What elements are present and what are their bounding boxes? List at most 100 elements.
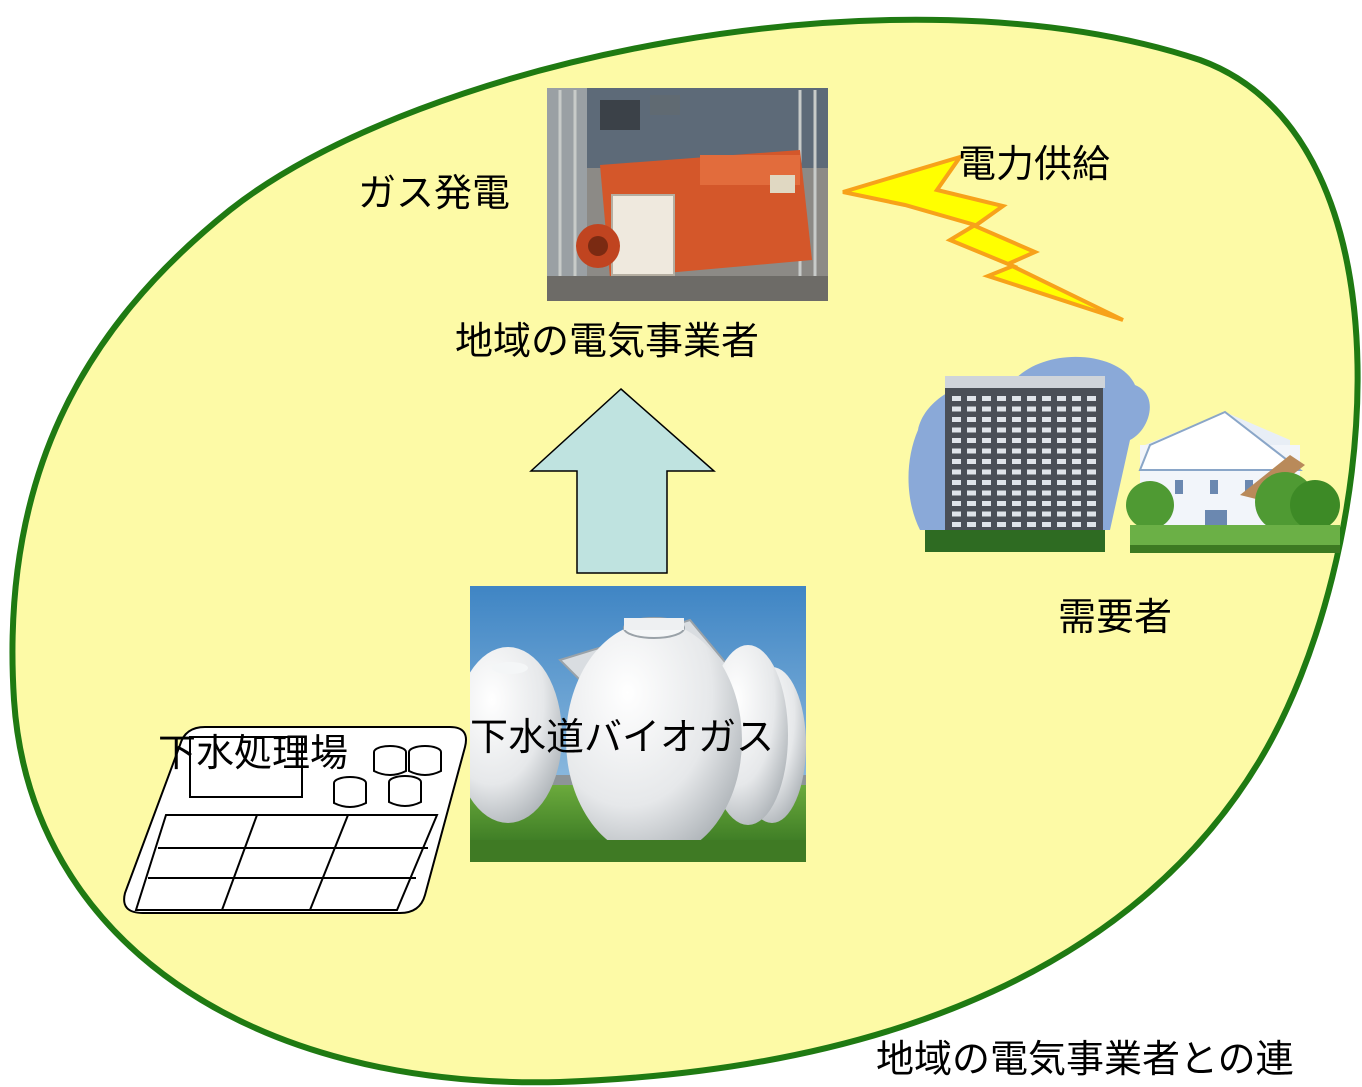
building-window bbox=[997, 396, 1006, 401]
sewage-plant-label: 下水処理場 bbox=[158, 731, 349, 775]
building-window bbox=[1057, 490, 1066, 496]
building-window bbox=[1087, 522, 1096, 527]
building-window bbox=[1072, 448, 1081, 454]
building-window bbox=[1012, 438, 1021, 443]
building-window bbox=[1042, 417, 1051, 422]
building-window bbox=[952, 448, 961, 454]
building-window bbox=[952, 469, 961, 475]
building-window bbox=[1042, 501, 1051, 506]
building-window bbox=[1027, 438, 1036, 443]
building-window bbox=[1042, 438, 1051, 443]
building-window bbox=[967, 511, 976, 517]
building-window bbox=[1042, 427, 1051, 433]
building-window bbox=[1042, 448, 1051, 454]
building-window bbox=[1072, 480, 1081, 485]
building-window bbox=[967, 490, 976, 496]
building-window bbox=[1027, 490, 1036, 496]
building-window bbox=[1087, 448, 1096, 454]
building-window bbox=[952, 490, 961, 496]
building-window bbox=[967, 522, 976, 527]
building-window bbox=[952, 427, 961, 433]
building-window bbox=[1012, 480, 1021, 485]
building-window bbox=[967, 501, 976, 506]
building-window bbox=[967, 406, 976, 412]
building-window bbox=[1057, 480, 1066, 485]
building-window bbox=[1087, 417, 1096, 422]
building-window bbox=[982, 459, 991, 464]
building-window bbox=[997, 438, 1006, 443]
building-window bbox=[1027, 417, 1036, 422]
building-window bbox=[1042, 480, 1051, 485]
building-window bbox=[952, 459, 961, 464]
building-window bbox=[1042, 396, 1051, 401]
building-window bbox=[1087, 511, 1096, 517]
building-window bbox=[1087, 501, 1096, 506]
building-window bbox=[1072, 511, 1081, 517]
building-window bbox=[1012, 417, 1021, 422]
building-window bbox=[967, 459, 976, 464]
building-window bbox=[1057, 459, 1066, 464]
building-window bbox=[1072, 427, 1081, 433]
building-window bbox=[1012, 522, 1021, 527]
building-window bbox=[1012, 459, 1021, 464]
building-window bbox=[1027, 448, 1036, 454]
building-window bbox=[952, 396, 961, 401]
building-window bbox=[982, 396, 991, 401]
building-window bbox=[1027, 501, 1036, 506]
building-window bbox=[952, 417, 961, 422]
gas-generator-photo bbox=[547, 88, 828, 301]
building-window bbox=[1027, 469, 1036, 475]
building-window bbox=[1057, 469, 1066, 475]
building-window bbox=[982, 490, 991, 496]
building-window bbox=[1087, 490, 1096, 496]
building-window bbox=[967, 469, 976, 475]
building-window bbox=[982, 522, 991, 527]
building-window bbox=[967, 427, 976, 433]
sewage-plant-diagram bbox=[123, 726, 467, 914]
building-window bbox=[997, 501, 1006, 506]
building-window bbox=[1087, 406, 1096, 412]
building-window bbox=[997, 480, 1006, 485]
building-window bbox=[1087, 459, 1096, 464]
building-window bbox=[1042, 522, 1051, 527]
building-window bbox=[967, 396, 976, 401]
building-window bbox=[982, 501, 991, 506]
building-window bbox=[1012, 469, 1021, 475]
building-window bbox=[1027, 511, 1036, 517]
building-window bbox=[1072, 417, 1081, 422]
building-window bbox=[1072, 406, 1081, 412]
building-window bbox=[997, 469, 1006, 475]
building-window bbox=[1012, 448, 1021, 454]
building-window bbox=[1027, 480, 1036, 485]
building-window bbox=[1027, 459, 1036, 464]
building-window bbox=[967, 417, 976, 422]
building-window bbox=[1012, 427, 1021, 433]
building-window bbox=[1087, 469, 1096, 475]
building-window bbox=[982, 469, 991, 475]
building-window bbox=[1027, 396, 1036, 401]
building-window bbox=[1042, 511, 1051, 517]
building-window bbox=[982, 427, 991, 433]
consumers-label: 需要者 bbox=[1058, 595, 1173, 639]
building-window bbox=[982, 511, 991, 517]
building-window bbox=[1057, 396, 1066, 401]
building-window bbox=[997, 522, 1006, 527]
building-window bbox=[1042, 490, 1051, 496]
building-window bbox=[1027, 522, 1036, 527]
gas-power-label: ガス発電 bbox=[358, 171, 511, 215]
building-window bbox=[1072, 501, 1081, 506]
building-window bbox=[967, 480, 976, 485]
building-window bbox=[1072, 490, 1081, 496]
building-window bbox=[997, 448, 1006, 454]
building-window bbox=[1042, 459, 1051, 464]
building-window bbox=[1012, 396, 1021, 401]
caption-label: 地域の電気事業者との連 bbox=[876, 1037, 1294, 1081]
building-window bbox=[1012, 511, 1021, 517]
building-window bbox=[1057, 511, 1066, 517]
biogas-digester-photo bbox=[470, 586, 806, 862]
building-window bbox=[952, 438, 961, 443]
building-window bbox=[1012, 501, 1021, 506]
building-window bbox=[1072, 522, 1081, 527]
building-window bbox=[982, 448, 991, 454]
building-window bbox=[982, 406, 991, 412]
